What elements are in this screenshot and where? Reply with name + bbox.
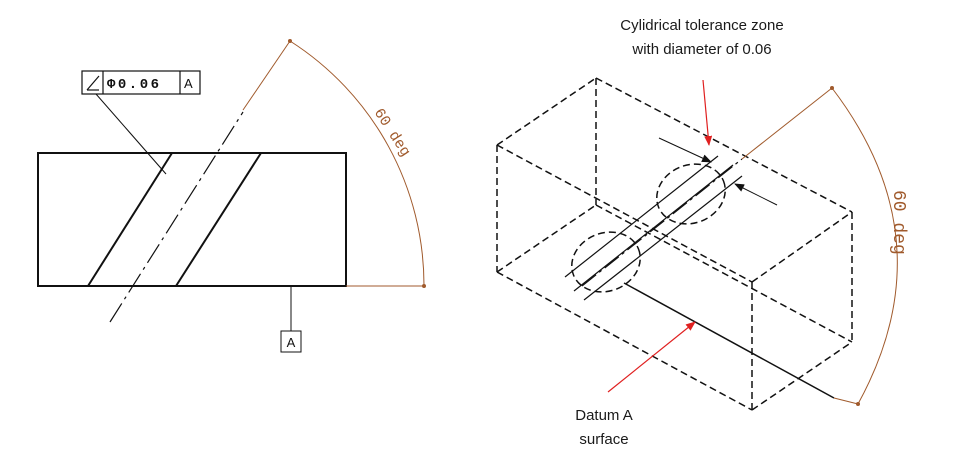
angle-dimension-front: 60 deg	[242, 39, 426, 288]
part-outline	[37, 152, 347, 287]
zone-caption-line1: Cylidrical tolerance zone	[620, 17, 783, 34]
zone-arrow-lower	[734, 183, 778, 206]
angle-dimension-iso: 60 deg	[741, 86, 908, 406]
fcf-tolerance-value: Φ0.06	[107, 77, 162, 93]
datum-a-surface-line	[623, 282, 835, 399]
zone-caption-line2: with diameter of 0.06	[631, 41, 771, 58]
hole-centerline	[109, 111, 244, 323]
zone-arrow-upper	[658, 137, 712, 163]
hole-edge-right	[175, 152, 262, 287]
tolerance-zone-lines	[564, 155, 743, 301]
angularity-icon	[86, 75, 100, 91]
fcf-leader-line	[95, 93, 167, 175]
datum-caption-line2: surface	[579, 431, 628, 448]
fcf-datum-reference: A	[184, 76, 193, 91]
feature-control-frame: Φ0.06 A	[81, 70, 201, 95]
isometric-view: 60 deg Cylidrical tolerance zone with di…	[496, 17, 908, 448]
datum-pointer-arrow	[607, 321, 696, 393]
zone-pointer-arrow	[702, 79, 713, 146]
angle-label-iso: 60 deg	[888, 190, 908, 255]
datum-a-symbol: A	[280, 286, 302, 353]
hole-edge-left	[87, 152, 173, 287]
iso-box-outline	[496, 77, 853, 411]
datum-caption-line1: Datum A	[575, 407, 633, 424]
hole-ellipses	[571, 163, 726, 293]
datum-a-label: A	[287, 335, 296, 350]
front-view: Φ0.06 A A 60 deg	[37, 39, 426, 353]
